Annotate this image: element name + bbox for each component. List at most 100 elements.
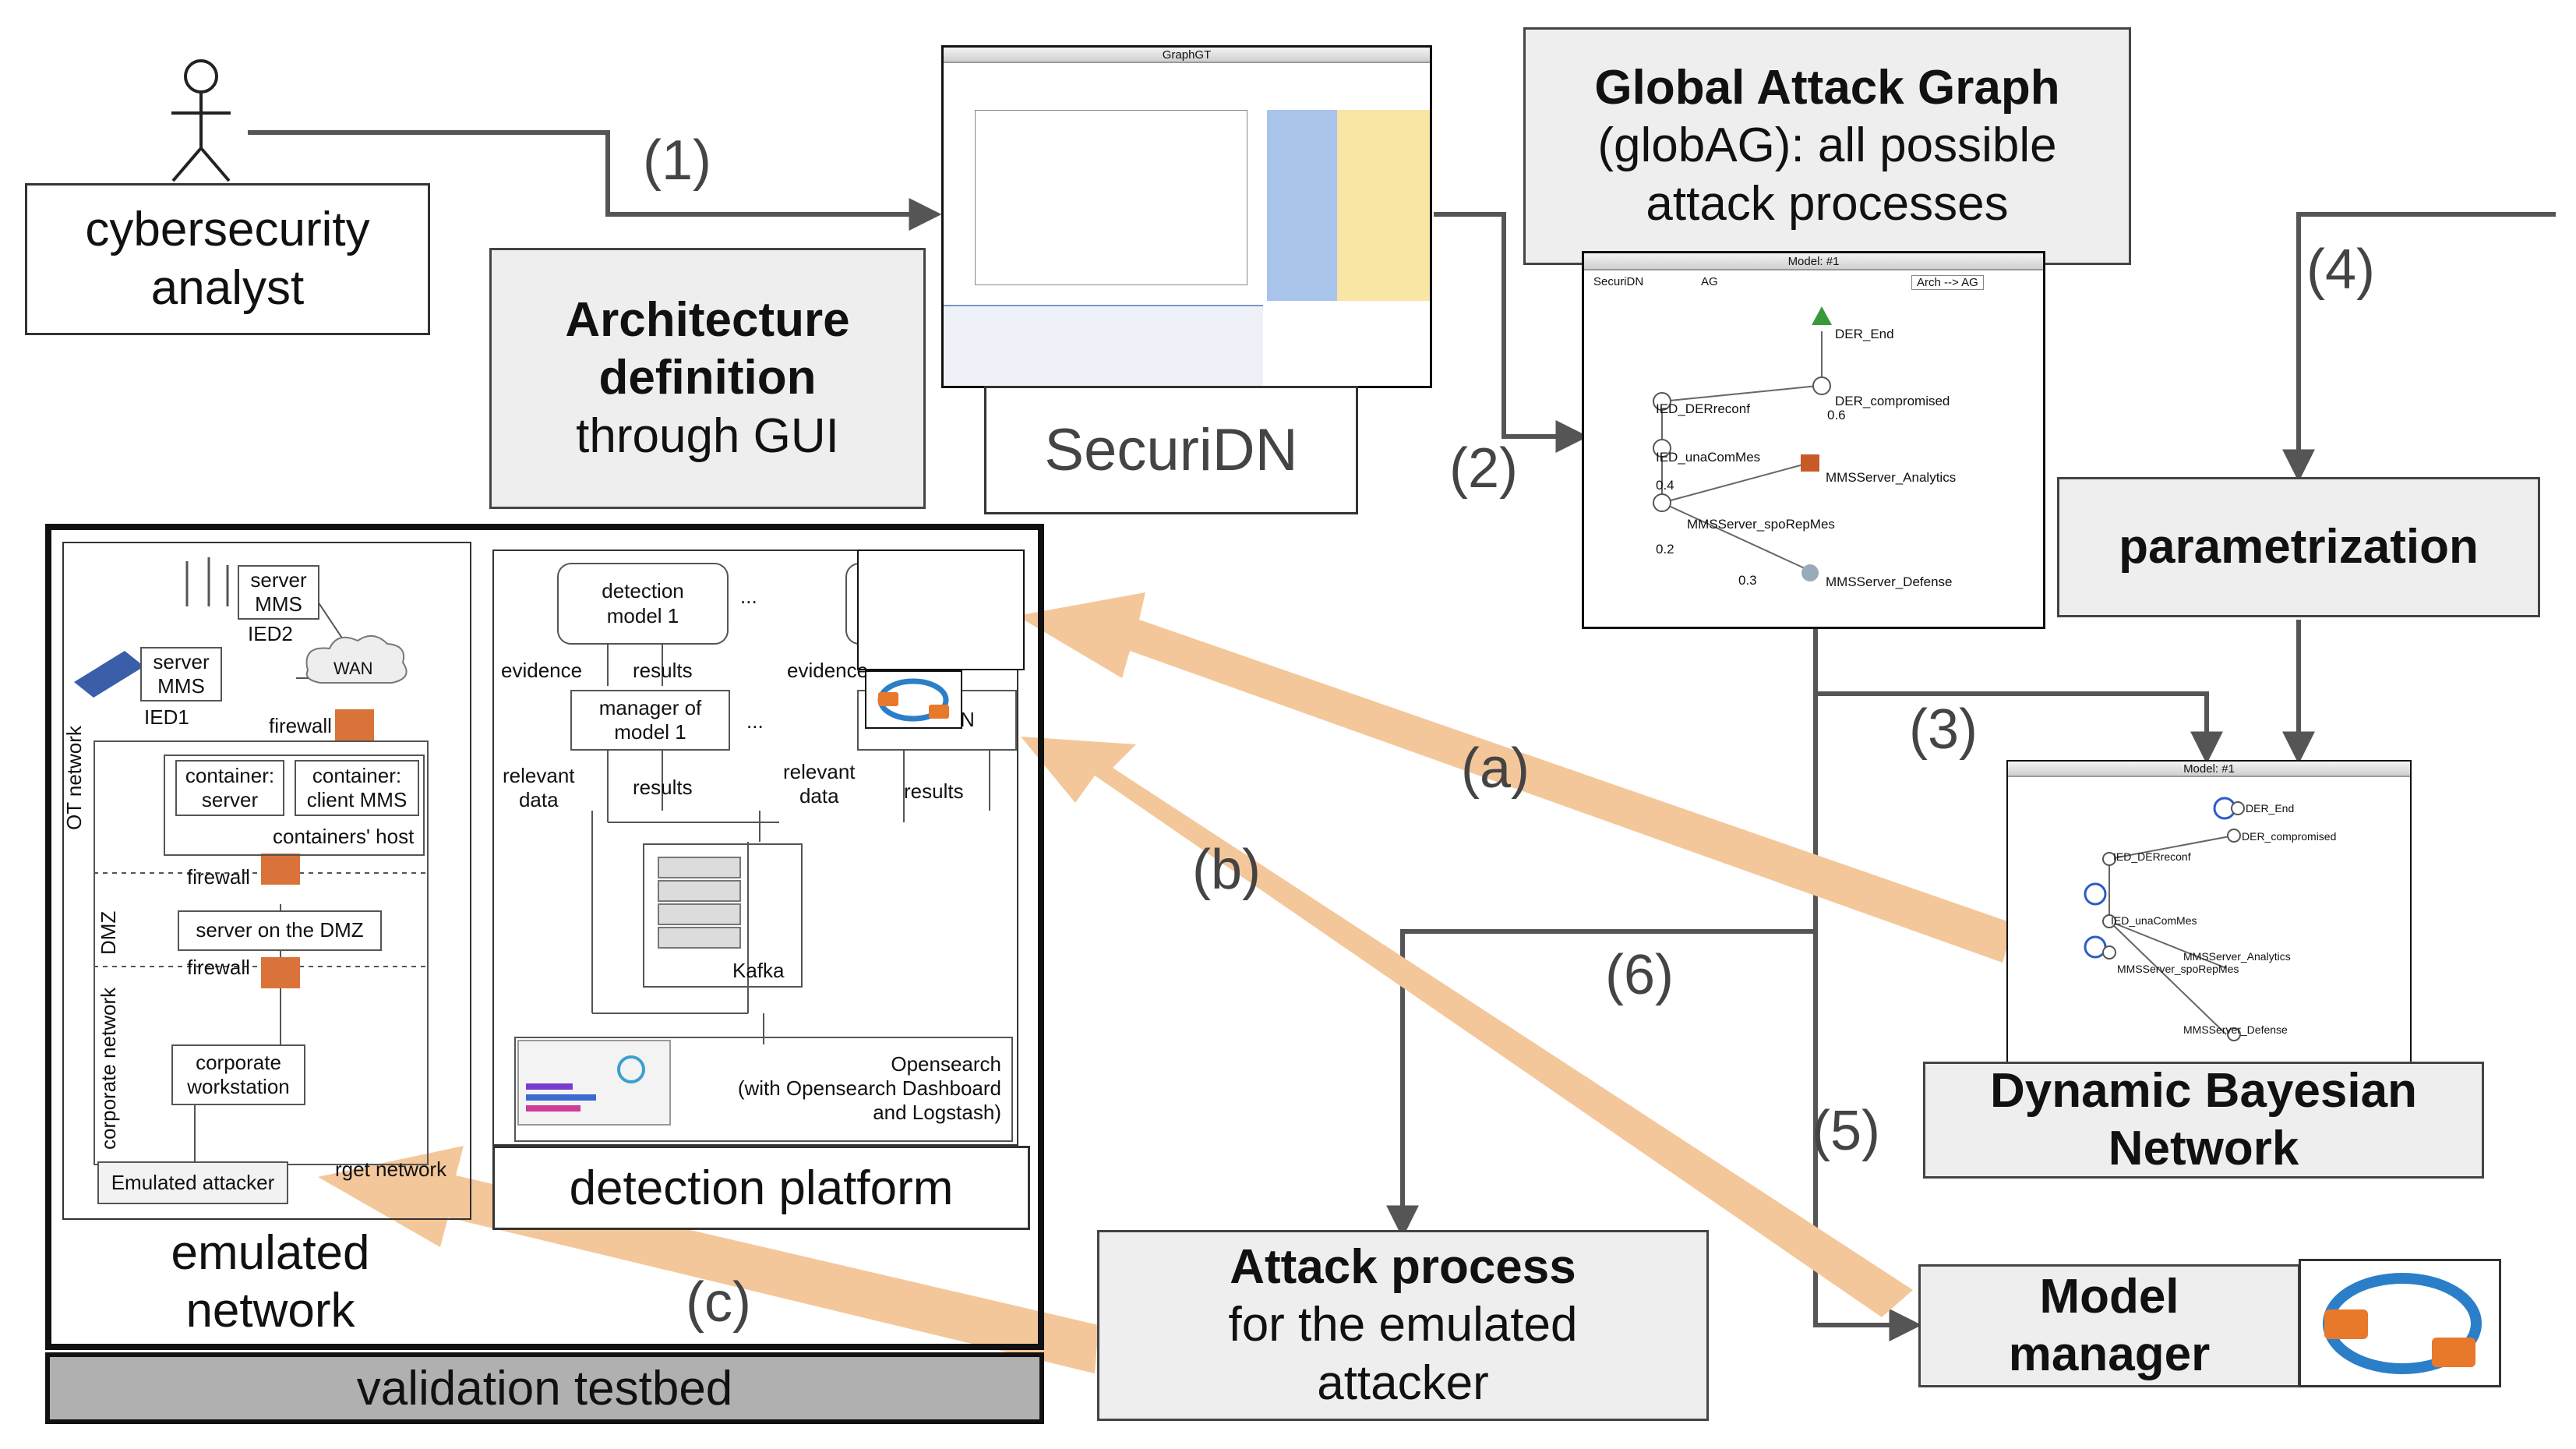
parametrization-label: parametrization [2119, 519, 2479, 574]
model-manager-box: Model manager [1918, 1264, 2300, 1387]
model-n-logo [865, 670, 962, 729]
ag-titlebar: Model: #1 [1584, 253, 2043, 270]
opensearch-box [514, 1037, 1013, 1142]
securidn-side-panel [1267, 110, 1337, 301]
dbn-node-4: MMSServer_Analytics [2183, 950, 2291, 963]
model-n-logo-icon [877, 678, 949, 722]
corporate-workstation: corporate workstation [171, 1044, 305, 1105]
step-6: (6) [1605, 944, 1674, 1006]
ag-toolbar-left[interactable]: SecuriDN [1593, 275, 1644, 288]
ag-node-6: MMSServer_Defense [1826, 574, 1953, 589]
model-manager-logo [2299, 1259, 2501, 1387]
wan-label: WAN [333, 659, 373, 678]
detection-platform-label: detection platform [569, 1161, 954, 1215]
ied2-label: IED2 [248, 622, 293, 645]
ag-select[interactable]: Arch --> AG [1911, 275, 1984, 290]
analyst-label-1: cybersecurity [85, 203, 370, 257]
arch-subtitle: through GUI [576, 408, 839, 463]
ag-prob-2: 0.2 [1656, 542, 1674, 557]
step-c: (c) [686, 1271, 751, 1334]
dbn-graph [2084, 797, 2245, 1041]
arrow-6 [1386, 929, 1816, 1239]
arch-title-1: Architecture [565, 292, 850, 347]
attack-process-title: Attack process [1230, 1239, 1576, 1294]
dbn-label-2: Network [2108, 1122, 2299, 1175]
ag-prob-0: 0.6 [1827, 408, 1846, 422]
arrow-1 [248, 130, 942, 231]
wind-turbine-icon [185, 557, 229, 606]
attack-process-line3: attacker [1317, 1355, 1489, 1410]
validation-testbed-frame [45, 524, 1044, 1350]
detection-model-n-thumbnail [857, 550, 1025, 670]
ag-defense-icon [1801, 564, 1819, 581]
ag-prob-1: 0.4 [1656, 478, 1674, 493]
global-ag-title: Global Attack Graph [1594, 60, 2060, 115]
emulated-network-label-2: network [185, 1284, 355, 1338]
ag-toolbar-mid[interactable]: AG [1701, 275, 1718, 288]
dbn-node-3: IED_unaComMes [2111, 914, 2197, 927]
evidence-label-2: evidence [787, 659, 869, 682]
containers-host-label: containers' host [273, 825, 415, 848]
securidn-label: SecuriDN [1044, 417, 1298, 483]
step-3: (3) [1909, 698, 1978, 761]
ag-prob-3: 0.3 [1738, 573, 1757, 588]
global-ag-line3: attack processes [1646, 176, 2009, 231]
step-b: (b) [1192, 839, 1261, 901]
step-a: (a) [1461, 737, 1530, 800]
ag-node-0: DER_End [1835, 327, 1894, 341]
solar-panel-icon [74, 651, 144, 698]
detection-platform-frame [492, 550, 1018, 1146]
dbn-node-2: IED_DERreconf [2113, 850, 2191, 863]
dbn-node-1: DER_compromised [2242, 830, 2337, 843]
global-ag-box: Global Attack Graph (globAG): all possib… [1523, 27, 2131, 265]
server-mms-2: server MMS [140, 647, 222, 702]
detection-ellipsis-1: ... [740, 585, 757, 608]
global-ag-line2: (globAG): all possible [1597, 118, 2057, 173]
ag-node-1: IED_DERreconf [1656, 401, 1750, 416]
ag-node-3: IED_unaComMes [1656, 450, 1761, 465]
emulated-attacker[interactable]: Emulated attacker [97, 1161, 288, 1204]
ag-node-2: DER_compromised [1835, 394, 1950, 408]
container-server: container: server [175, 760, 284, 816]
emulated-network-label-1: emulated [171, 1225, 370, 1280]
emulated-network-frame [62, 542, 471, 1220]
stick-figure-icon [171, 59, 231, 182]
container-client: container: client MMS [295, 760, 419, 816]
firewall-icon-1 [335, 709, 374, 740]
ag-goal-icon [1812, 306, 1832, 325]
arrow-5 [1813, 694, 1922, 1341]
arrow-b [1021, 737, 1913, 1317]
relevant-data-label-2: relevant data [783, 760, 856, 808]
arch-title-2: definition [598, 351, 817, 405]
opensearch-label: Opensearch (with Opensearch Dashboard an… [737, 1052, 1001, 1125]
architecture-definition-box: Architecture definition through GUI [489, 248, 926, 509]
dbn-window: Model: #1 DER_End DER_compromised IED_DE… [2006, 760, 2412, 1064]
arrow-2 [1434, 212, 1589, 453]
parametrization-box: parametrization [2057, 477, 2540, 617]
model-manager-2: manager [2008, 1327, 2211, 1381]
containers-host-box [164, 755, 425, 856]
ag-window: Model: #1 SecuriDN AG Arch --> AG DER_En… [1582, 251, 2045, 629]
server-dmz: server on the DMZ [178, 910, 382, 951]
model-manager-1: Model [2039, 1269, 2179, 1324]
ag-node-5: MMSServer_spoRepMes [1687, 517, 1835, 532]
attack-process-line2: for the emulated [1228, 1298, 1578, 1352]
analyst-box: cybersecurity analyst [25, 183, 430, 335]
kafka-queue-icon [658, 857, 741, 949]
detection-ellipsis-2: ... [746, 709, 764, 733]
securidn-window: GraphGT [941, 45, 1432, 388]
validation-testbed-label: validation testbed [356, 1361, 733, 1415]
dbn-titlebar: Model: #1 [2008, 762, 2410, 777]
attack-process-box: Attack process for the emulated attacker [1097, 1230, 1709, 1421]
securidn-label-box: SecuriDN [984, 386, 1358, 514]
wan-cloud-icon [305, 635, 408, 684]
detection-platform-label-box: detection platform [492, 1146, 1030, 1230]
dbn-node-5: MMSServer_spoRepMes [2117, 963, 2239, 975]
target-network-label: rget network [335, 1157, 447, 1181]
dbn-label-box: Dynamic Bayesian Network [1923, 1062, 2484, 1179]
ag-analytics-icon [1801, 454, 1819, 472]
firewall-label-2: firewall [187, 865, 250, 889]
firewall-label-1: firewall [269, 714, 332, 737]
firewall-icon-2 [261, 853, 300, 885]
opensearch-dashboard-thumbnail [517, 1040, 671, 1126]
